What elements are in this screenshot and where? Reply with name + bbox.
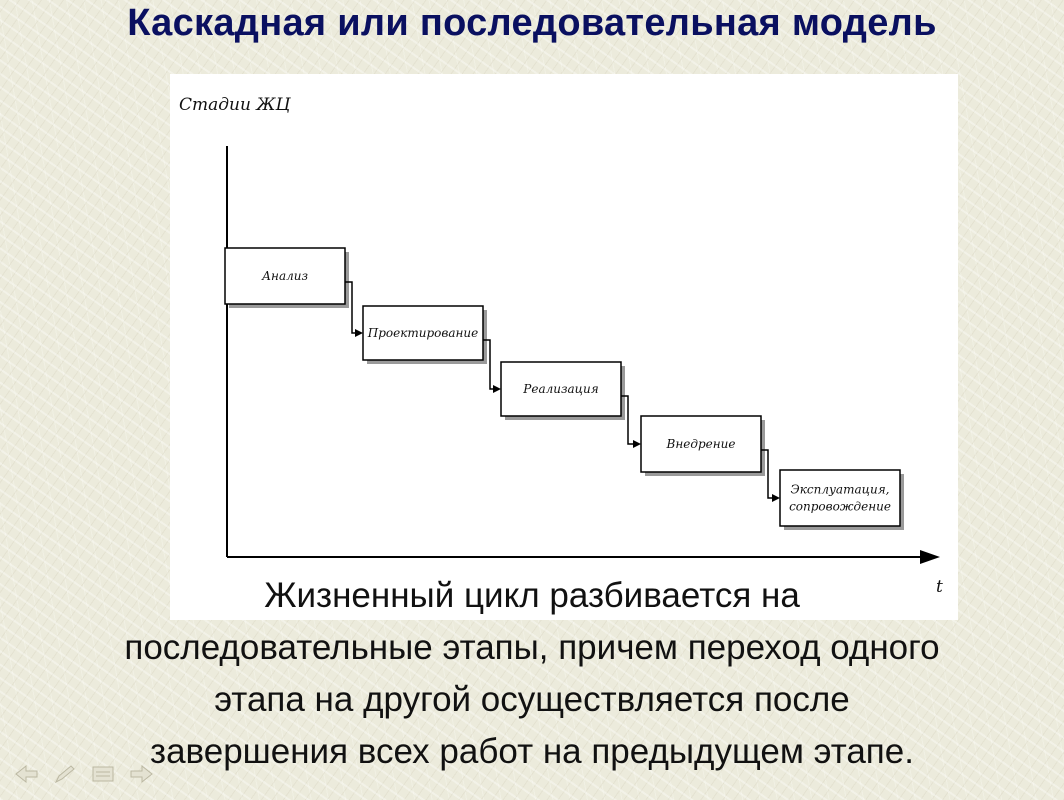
y-axis-label: Стадии ЖЦ [179, 95, 291, 115]
connector-arrowhead [633, 440, 641, 448]
stage-box [362, 305, 484, 361]
stage-connector [345, 281, 356, 334]
stage-box [224, 247, 346, 305]
stage-label: сопровождение [789, 500, 891, 514]
stage-label: Реализация [522, 382, 599, 396]
stage-connector [483, 339, 494, 390]
stage-connector [621, 395, 634, 445]
caption-line: Жизненный цикл разбивается на [264, 576, 800, 615]
connector-arrowhead [355, 329, 363, 337]
stage-box [779, 469, 901, 527]
slide-caption: Жизненный цикл разбивается на последоват… [20, 570, 1044, 778]
stage-box [500, 361, 622, 417]
stage-label: Анализ [261, 269, 308, 283]
back-arrow-icon[interactable] [14, 764, 40, 784]
connector-arrowhead [772, 494, 780, 502]
menu-icon[interactable] [90, 764, 116, 784]
stage-label: Внедрение [666, 437, 736, 451]
slide-navigation [14, 764, 154, 784]
stage-label: Эксплуатация, [791, 483, 890, 497]
caption-line: завершения всех работ на предыдущем этап… [150, 732, 914, 771]
pen-icon[interactable] [52, 764, 78, 784]
connector-arrowhead [493, 385, 501, 393]
caption-line: этапа на другой осуществляется после [214, 680, 850, 719]
x-axis-label: t [936, 577, 943, 597]
stage-label: Проектирование [367, 326, 479, 340]
caption-line: последовательные этапы, причем переход о… [124, 628, 940, 667]
stage-connector [761, 449, 773, 499]
forward-arrow-icon[interactable] [128, 764, 154, 784]
stage-box [640, 415, 762, 473]
x-axis-arrowhead [920, 550, 940, 564]
slide-title: Каскадная или последовательная модель [127, 2, 937, 44]
